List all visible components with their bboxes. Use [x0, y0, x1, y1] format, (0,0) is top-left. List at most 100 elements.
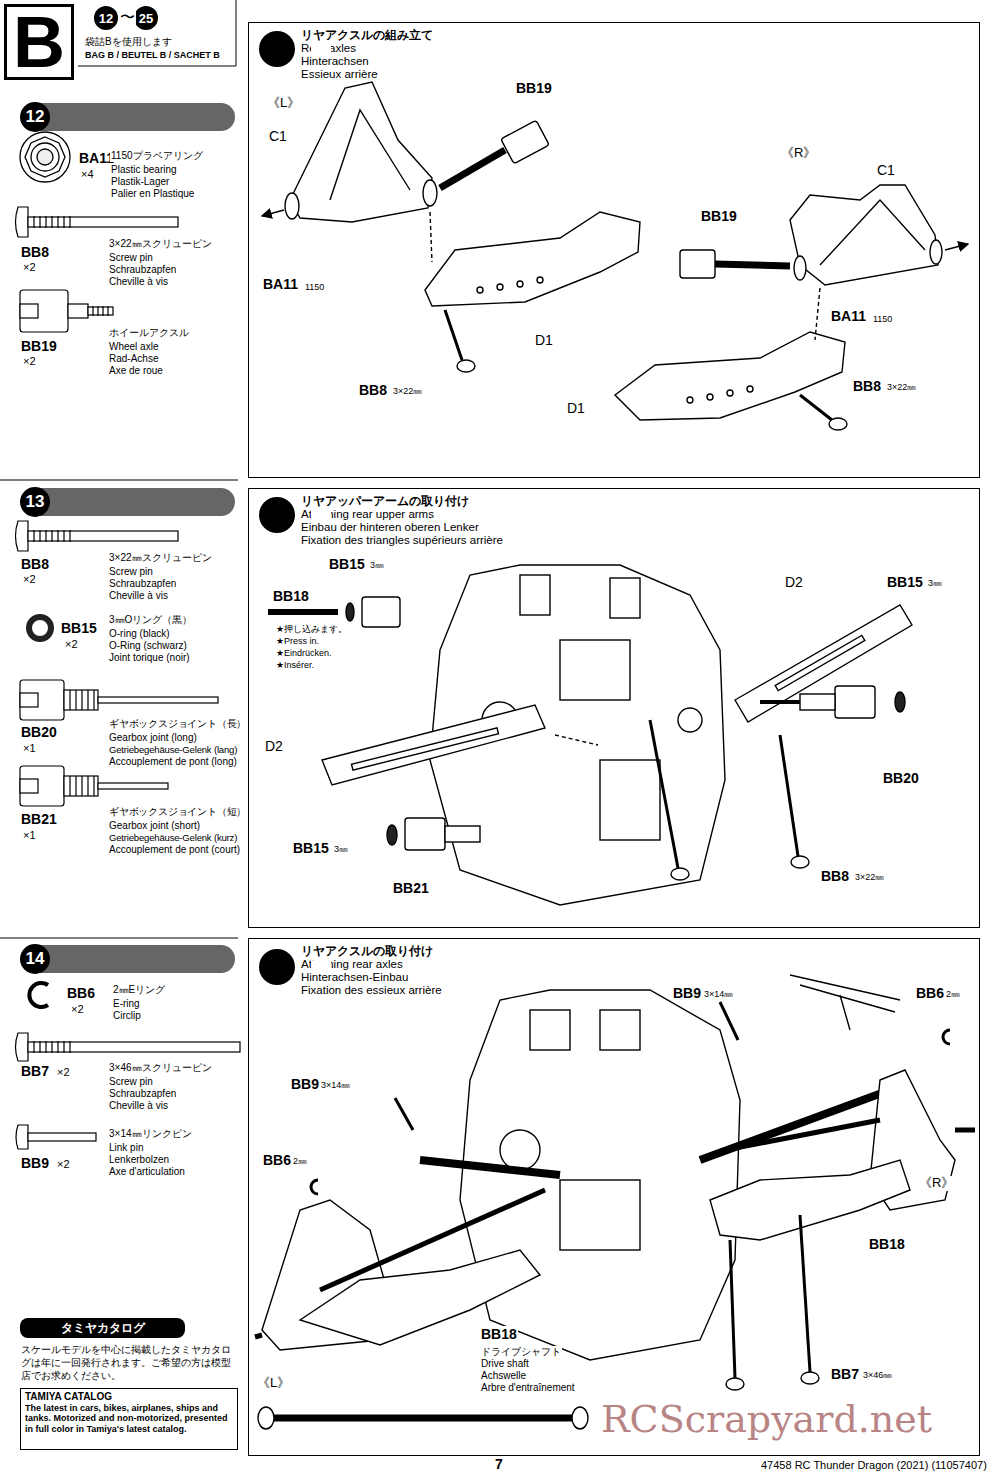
quantity: ×4 [80, 168, 95, 181]
rear-axle-illustration [680, 250, 715, 278]
quantity: ×2 [56, 1066, 71, 1079]
rear-axle-illustration [477, 287, 483, 293]
part-callout: BB8 [852, 378, 882, 394]
step-circle: 12 [259, 31, 295, 67]
upper-arm-illustration [775, 635, 865, 690]
part-name: O-Ring (schwarz) [108, 640, 188, 652]
part-code: BB19 [20, 338, 58, 354]
gearbox-joint-part [64, 776, 98, 796]
wheel-axle-part [20, 290, 113, 332]
rear-axle-illustration [501, 120, 549, 164]
screw-pin-part [16, 521, 179, 551]
part-name: Gearbox joint (short) [108, 820, 201, 832]
rear-axle-illustration [262, 82, 968, 430]
rear-axle-illustration [290, 82, 432, 222]
rear-axle-illustration [330, 110, 410, 200]
step-title: Fixation des triangles supérieurs arrièr… [301, 534, 503, 547]
catalog-text: TAMIYA CATALOG [25, 1392, 233, 1403]
node-text: 13 [311, 509, 331, 522]
upper-arm-illustration [610, 578, 640, 618]
part-name: Accouplement de pont (long) [108, 756, 238, 768]
rear-axle-illustration [790, 185, 938, 285]
part-callout: C1 [876, 162, 896, 178]
rear-axle-attach-illustration [730, 1240, 735, 1378]
rear-axle-attach-illustration [300, 1250, 540, 1345]
part-spec: 3×14㎜ [320, 1080, 351, 1090]
node-text: タミヤカタログ [61, 1320, 145, 1337]
screw-pin-part [34, 216, 70, 228]
e-ring-part [29, 983, 48, 1007]
quantity: ×1 [22, 742, 37, 755]
upper-arm-illustration [895, 692, 905, 712]
part-code: BB8 [20, 244, 50, 260]
part-callout: BB9 [290, 1076, 320, 1092]
wheel-axle-part [68, 304, 88, 318]
part-spec: 3×22㎜ [886, 382, 917, 392]
upper-arm-illustration [560, 640, 630, 700]
rear-axle-attach-illustration [272, 1415, 573, 1422]
part-name: 3×14㎜リンクピン [108, 1128, 193, 1140]
part-callout: BB18 [480, 1326, 518, 1342]
part-name: 2㎜Eリング [112, 984, 166, 996]
part-spec: 3㎜ [927, 578, 943, 588]
quantity: ×1 [22, 829, 37, 842]
side-mark: 《L》 [266, 96, 301, 111]
note: ★Insérer. [275, 660, 315, 670]
rear-axle-attach-illustration [600, 1010, 640, 1050]
rear-axle-illustration [615, 332, 845, 420]
upper-arm-illustration [600, 760, 660, 840]
rear-axle-illustration [945, 244, 968, 250]
step-circle: 25 [134, 6, 158, 30]
upper-arm-illustration [835, 686, 875, 718]
wheel-axle-part [20, 290, 68, 332]
bearing-part [25, 137, 65, 177]
part-name: Lenkerbolzen [108, 1154, 170, 1166]
rear-axle-attach-illustration [700, 1090, 890, 1160]
upper-arm-illustration [678, 708, 702, 732]
part-callout: BB8 [358, 382, 388, 398]
upper-arm-illustration [387, 825, 397, 845]
wheel-axle-part [93, 306, 108, 316]
rear-axle-attach-illustration [258, 1407, 274, 1429]
part-name: Cheville à vis [108, 276, 169, 288]
rear-axle-attach-illustration [255, 975, 975, 1429]
node-text: 12 [20, 102, 50, 132]
quantity: ×2 [64, 638, 79, 651]
section-letter-box: B [4, 4, 74, 80]
rear-axle-illustration [440, 150, 505, 188]
rear-axle-attach-illustration [726, 1378, 744, 1390]
part-callout: BB6 [262, 1152, 292, 1168]
part-name: Plastik-Lager [110, 176, 170, 188]
step-panel: リヤアクスルの組み立てRear axlesHinterachsenEssieux… [248, 22, 980, 478]
part-name: E-ring [112, 998, 141, 1010]
part-code: BB21 [20, 811, 58, 827]
part-name: O-ring (black) [108, 628, 171, 640]
quantity: ×2 [22, 355, 37, 368]
part-name: Wheel axle [108, 341, 159, 353]
rear-axle-attach-illustration [720, 1002, 738, 1040]
part-code: BB20 [20, 724, 58, 740]
o-ring-part [29, 617, 51, 639]
step-band: 12 [22, 103, 235, 131]
part-code: BB7 [20, 1063, 50, 1079]
part-name: ドライブシャフト [480, 1346, 562, 1358]
catalog-text: The latest in cars, bikes, airplanes, sh… [25, 1403, 233, 1435]
part-name: Schraubzapfen [108, 1088, 177, 1100]
gearbox-joint-part [20, 766, 64, 806]
part-name: Plastic bearing [110, 164, 178, 176]
part-name: Schraubzapfen [108, 264, 177, 276]
part-callout: BB19 [700, 208, 738, 224]
part-spec: 2㎜ [945, 989, 961, 999]
part-code: BB6 [66, 985, 96, 1001]
gearbox-joint-part [20, 779, 38, 793]
part-name: Axe d'articulation [108, 1166, 186, 1178]
part-name: Axe de roue [108, 365, 164, 377]
part-code: BB8 [20, 556, 50, 572]
rear-axle-illustration [829, 418, 847, 430]
screw-pin-part [16, 1033, 241, 1061]
rear-axle-attach-illustration [801, 1372, 819, 1384]
part-name: Gearbox joint (long) [108, 732, 198, 744]
step-title: リヤアクスルの取り付け [301, 945, 433, 958]
part-name: ギヤボックスジョイント（短） [108, 806, 247, 817]
part-name: Getriebegehäuse-Gelenk (kurz) [108, 832, 238, 843]
